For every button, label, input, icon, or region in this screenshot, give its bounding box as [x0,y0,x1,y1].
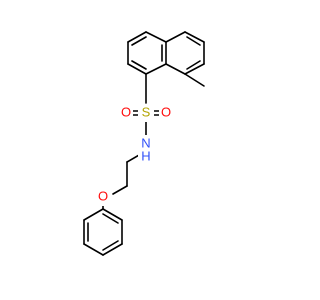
ether-oxygen-label: O [98,188,108,203]
sulfur-label: S [142,104,151,119]
bond [83,208,104,221]
bond [165,63,186,75]
double-bond-inner [102,240,119,251]
label-background [138,104,154,122]
double-bond-inner [186,60,201,70]
bond [127,63,147,75]
bond [127,31,147,43]
naphthalene-left-ring [127,31,167,75]
double-bond-inner [102,213,119,224]
double-bond-inner [131,36,147,46]
label-background [159,104,173,122]
bond [112,185,128,195]
label-background [96,188,110,206]
nitrogen-label: N [141,135,150,150]
molecule-diagram: S O O N H O [83,31,205,256]
bond [102,243,123,256]
phenyl-ring [83,208,123,256]
bond [184,31,205,43]
bond [165,31,186,43]
methyl-bond [184,73,205,87]
naphthalene-right-ring [165,31,205,75]
nitrogen-hydrogen-label: H [141,148,150,163]
bond [184,63,205,75]
bond [145,63,167,75]
atom-labels: S O O N H O [96,104,173,206]
label-background [138,135,154,153]
bond [145,31,167,43]
label-background [138,149,154,165]
double-bond-inner [131,60,147,70]
double-bond-inner [186,36,201,46]
bond [102,208,123,221]
bond [83,243,104,256]
molecule-canvas: S O O N H O [83,31,205,256]
oxygen-left-label: O [121,104,131,119]
oxygen-right-label: O [161,104,171,119]
label-background [119,104,133,122]
